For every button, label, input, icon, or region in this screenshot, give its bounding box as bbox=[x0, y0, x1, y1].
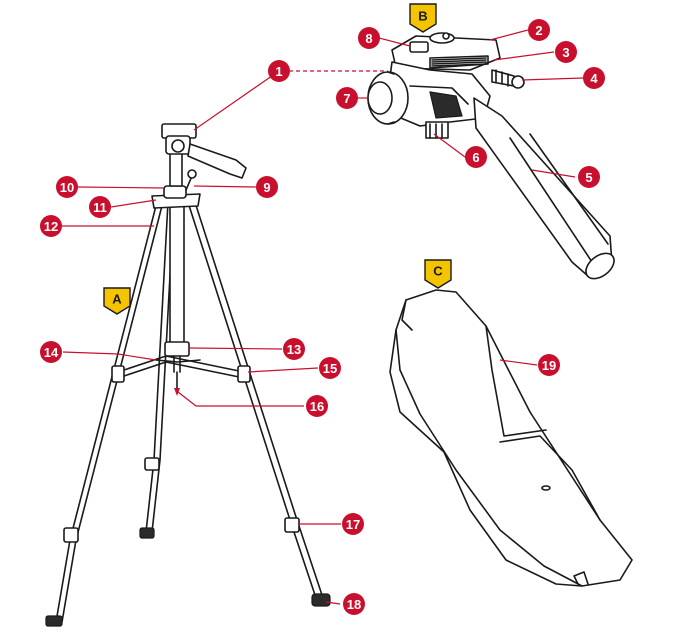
callout-12: 12 bbox=[40, 215, 62, 237]
callout-number: 19 bbox=[542, 358, 556, 373]
callout-number: 1 bbox=[275, 64, 282, 79]
callout-number: 15 bbox=[323, 361, 337, 376]
callout-circle bbox=[555, 41, 577, 63]
callout-circle bbox=[343, 593, 365, 615]
callout-11: 11 bbox=[89, 196, 111, 218]
leader-lines bbox=[62, 29, 584, 605]
callout-19: 19 bbox=[538, 354, 560, 376]
callout-number: 10 bbox=[60, 180, 74, 195]
callout-number: 16 bbox=[310, 399, 324, 414]
callout-2: 2 bbox=[528, 19, 550, 41]
callout-circle bbox=[283, 338, 305, 360]
callout-circle bbox=[56, 176, 78, 198]
callout-8: 8 bbox=[358, 27, 380, 49]
callout-number: 9 bbox=[263, 180, 270, 195]
callout-number: 6 bbox=[472, 150, 479, 165]
callout-3: 3 bbox=[555, 41, 577, 63]
callout-number: 14 bbox=[44, 345, 59, 360]
callout-circle bbox=[40, 215, 62, 237]
section-tag-b: B bbox=[409, 3, 437, 33]
callout-circle bbox=[89, 196, 111, 218]
callout-circle bbox=[342, 513, 364, 535]
callout-18: 18 bbox=[343, 593, 365, 615]
callout-number: 18 bbox=[347, 597, 361, 612]
callout-5: 5 bbox=[578, 166, 600, 188]
callout-10: 10 bbox=[56, 176, 78, 198]
callout-circle bbox=[306, 395, 328, 417]
callout-number: 12 bbox=[44, 219, 58, 234]
callout-number: 11 bbox=[93, 200, 107, 215]
callout-7: 7 bbox=[336, 87, 358, 109]
callout-number: 5 bbox=[585, 170, 592, 185]
callout-9: 9 bbox=[256, 176, 278, 198]
callout-circle bbox=[528, 19, 550, 41]
callout-number: 13 bbox=[287, 342, 301, 357]
callout-circle bbox=[465, 146, 487, 168]
callout-circle bbox=[40, 341, 62, 363]
callout-circle bbox=[256, 176, 278, 198]
pan-head-detail bbox=[367, 32, 615, 280]
callout-13: 13 bbox=[283, 338, 305, 360]
callout-circle bbox=[538, 354, 560, 376]
callout-6: 6 bbox=[465, 146, 487, 168]
callout-circle bbox=[268, 60, 290, 82]
section-tag-a: A bbox=[103, 287, 131, 315]
callout-number: 7 bbox=[343, 91, 350, 106]
carrying-bag-illustration bbox=[389, 289, 633, 587]
callout-number: 2 bbox=[535, 23, 542, 38]
callout-circle bbox=[319, 357, 341, 379]
section-tag-a-label: A bbox=[112, 292, 122, 307]
section-tag-c-label: C bbox=[433, 264, 443, 279]
callout-number: 8 bbox=[365, 31, 372, 46]
callout-17: 17 bbox=[342, 513, 364, 535]
callout-4: 4 bbox=[583, 67, 605, 89]
tripod-illustration bbox=[45, 123, 331, 627]
callout-circle bbox=[583, 67, 605, 89]
section-tag-c: C bbox=[424, 259, 452, 289]
callout-number: 4 bbox=[590, 71, 598, 86]
callout-number: 3 bbox=[562, 45, 569, 60]
callout-14: 14 bbox=[40, 341, 62, 363]
callout-15: 15 bbox=[319, 357, 341, 379]
callout-1: 1 bbox=[268, 60, 290, 82]
section-tag-b-label: B bbox=[418, 9, 427, 24]
callout-circle bbox=[358, 27, 380, 49]
callout-circle bbox=[578, 166, 600, 188]
callout-16: 16 bbox=[306, 395, 328, 417]
callout-circle bbox=[336, 87, 358, 109]
callout-number: 17 bbox=[346, 517, 360, 532]
